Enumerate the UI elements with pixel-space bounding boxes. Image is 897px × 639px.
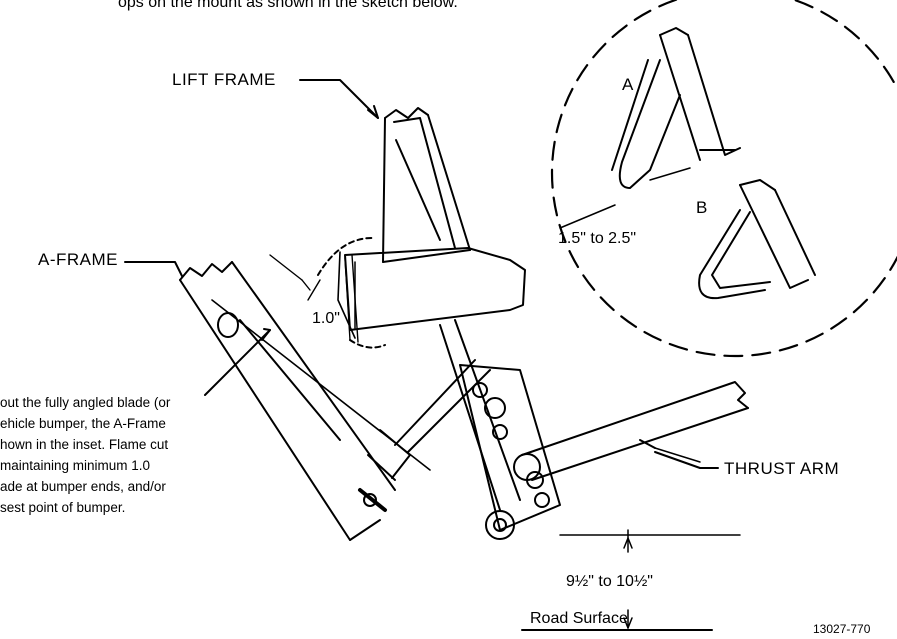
inset-circle xyxy=(550,0,897,358)
lift-frame-drawing xyxy=(382,107,471,263)
inset-bracket-a xyxy=(611,27,741,189)
inset-gap-dimension xyxy=(559,167,691,229)
blade-arc xyxy=(317,237,373,276)
figure-id: 13027-770 xyxy=(813,622,871,636)
road-surface-label: Road Surface xyxy=(530,610,628,627)
note-line: hown in the inset. Flame cut xyxy=(0,437,169,452)
bracket-plate xyxy=(459,364,561,540)
note-line: ade at bumper ends, and/or xyxy=(0,479,166,494)
inset-label-a: A xyxy=(622,75,634,94)
thrust-arm-label: THRUST ARM xyxy=(724,459,840,478)
a-frame-leader xyxy=(124,261,183,277)
instruction-note: out the fully angled blade (or ehicle bu… xyxy=(0,392,170,518)
note-line: ehicle bumper, the A-Frame xyxy=(0,416,166,431)
blade-clearance-dimension xyxy=(269,254,321,301)
lift-frame-leader xyxy=(299,79,379,119)
inset-label-b: B xyxy=(696,198,708,217)
note-line: sest point of bumper. xyxy=(0,500,126,515)
note-line: out the fully angled blade (or xyxy=(0,395,171,410)
height-dimension xyxy=(559,529,741,629)
inset-gap-label: 1.5" to 2.5" xyxy=(558,230,637,247)
a-frame-label: A-FRAME xyxy=(38,250,118,269)
a-frame-drawing xyxy=(179,261,431,541)
height-range-label: 9½" to 10½" xyxy=(566,573,653,590)
lift-frame-label: LIFT FRAME xyxy=(172,70,276,89)
thrust-arm-leader xyxy=(654,451,719,469)
header-text-fragment: ops on the mount as shown in the sketch … xyxy=(118,0,458,11)
mount-block-drawing xyxy=(344,247,526,331)
thrust-arm-drawing xyxy=(513,381,749,481)
note-leader xyxy=(204,329,271,396)
inset-bracket-b xyxy=(698,179,816,300)
blade-clearance-label: 1.0" xyxy=(312,310,340,327)
note-line: maintaining minimum 1.0 xyxy=(0,458,151,473)
